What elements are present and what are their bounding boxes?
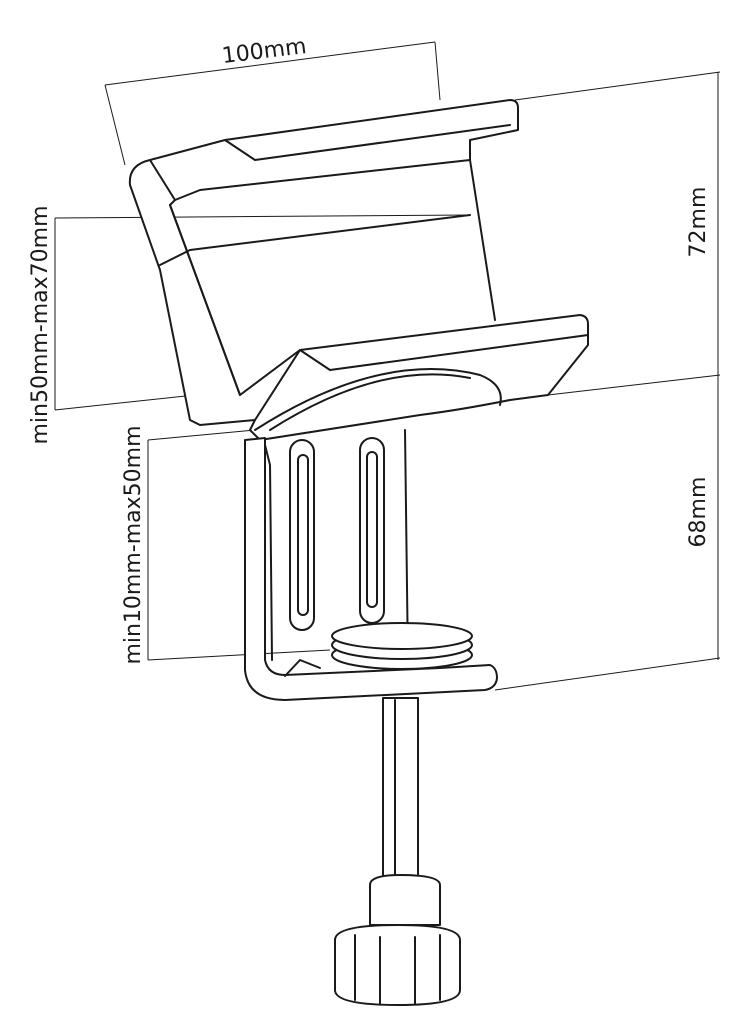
dimension-lines bbox=[54, 41, 721, 691]
screw-rod bbox=[382, 697, 419, 884]
lower-range-label: min10mm-max50mm bbox=[121, 425, 146, 664]
pressure-pad bbox=[331, 622, 473, 670]
upper-range-label: min50mm-max70mm bbox=[28, 205, 53, 444]
upper-height-label: 72mm bbox=[686, 187, 711, 258]
upper-shelf bbox=[249, 314, 589, 441]
width-label: 100mm bbox=[221, 34, 308, 69]
lower-height-label: 68mm bbox=[686, 477, 711, 548]
adjustment-knob bbox=[334, 874, 461, 1006]
